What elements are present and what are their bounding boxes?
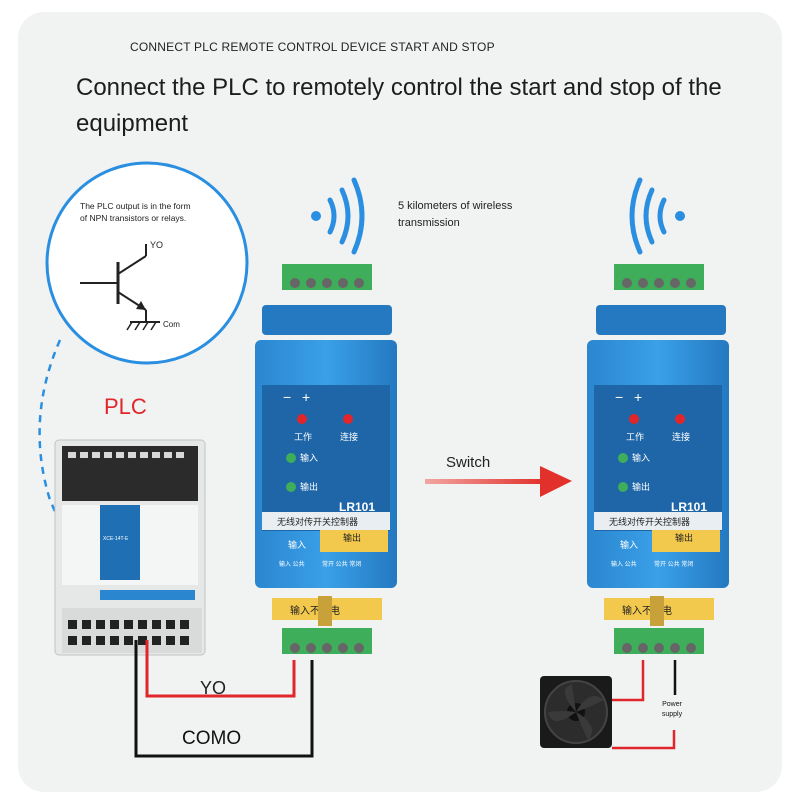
switch-arrow [425,466,572,497]
antenna-label: 输入不带电 [622,604,672,617]
power-supply-line1: Power [662,701,682,708]
wire-yo-label: YO [200,678,227,698]
circle-note-line2: of NPN transistors or relays. [80,213,187,223]
transistor-com-label: Com [163,320,180,329]
power-supply-label: Power supply [652,700,692,720]
polarity-plus: + [302,389,310,405]
sub-input-label: 输入 公共 [279,560,305,568]
antenna-label: 输入不带电 [290,604,340,617]
wireless-signal-icon-left [311,177,365,255]
wireless-note: 5 kilometers of wireless transmission [398,198,512,232]
power-supply-line2: supply [661,711,683,718]
lr101-device-right: − + 工作 连接 输入 输出 LR101 无线对传开关控制器 输入 输出 输入… [587,264,729,654]
right-wiring [612,660,677,750]
model-label: LR101 [671,500,707,514]
fan-icon [540,676,612,748]
polarity-minus: − [283,389,291,405]
plc-module: XCE-14T-E [54,439,206,656]
section-output-label: 输出 [675,532,693,543]
plc-label: PLC [104,394,147,419]
page-title: Connect the PLC to remotely control the … [76,74,722,137]
polarity-plus: + [634,389,642,405]
switch-label: Switch [446,454,491,471]
plc-model-tag: XCE-14T-E [103,536,129,542]
npn-transistor-callout [45,161,249,365]
led-work-label: 工作 [294,431,312,442]
device-name-label: 无线对传开关控制器 [609,516,690,527]
wire-como-label: COMO [182,728,242,749]
lr101-device-left: − + 工作 连接 输入 输出 LR101 无线对传开关控制器 输入 输出 输入… [255,264,397,654]
polarity-minus: − [615,389,623,405]
sub-input-label: 输入 公共 [611,560,637,568]
section-output-label: 输出 [343,532,361,543]
model-label: LR101 [339,500,375,514]
wireless-note-line2: transmission [398,217,460,229]
sub-output-label: 常开 公共 常闭 [322,560,361,568]
led-output-label: 输出 [300,481,318,492]
transistor-yo-label: YO [150,240,164,250]
led-link-label: 连接 [340,431,358,442]
wireless-signal-icon-right [629,177,685,255]
section-input-label: 输入 [620,539,638,550]
sub-output-label: 常开 公共 常闭 [654,560,693,568]
device-name-label: 无线对传开关控制器 [277,516,358,527]
circle-note: The PLC output is in the form of NPN tra… [80,200,191,224]
section-input-label: 输入 [288,539,306,550]
circle-note-line1: The PLC output is in the form [80,201,191,211]
wireless-note-line1: 5 kilometers of wireless [398,200,513,212]
led-input-label: 输入 [632,452,650,463]
led-link-label: 连接 [672,431,690,442]
led-work-label: 工作 [626,431,644,442]
led-output-label: 输出 [632,481,650,492]
left-wiring [134,640,314,758]
header-caption: CONNECT PLC REMOTE CONTROL DEVICE START … [130,40,495,54]
led-input-label: 输入 [300,452,318,463]
